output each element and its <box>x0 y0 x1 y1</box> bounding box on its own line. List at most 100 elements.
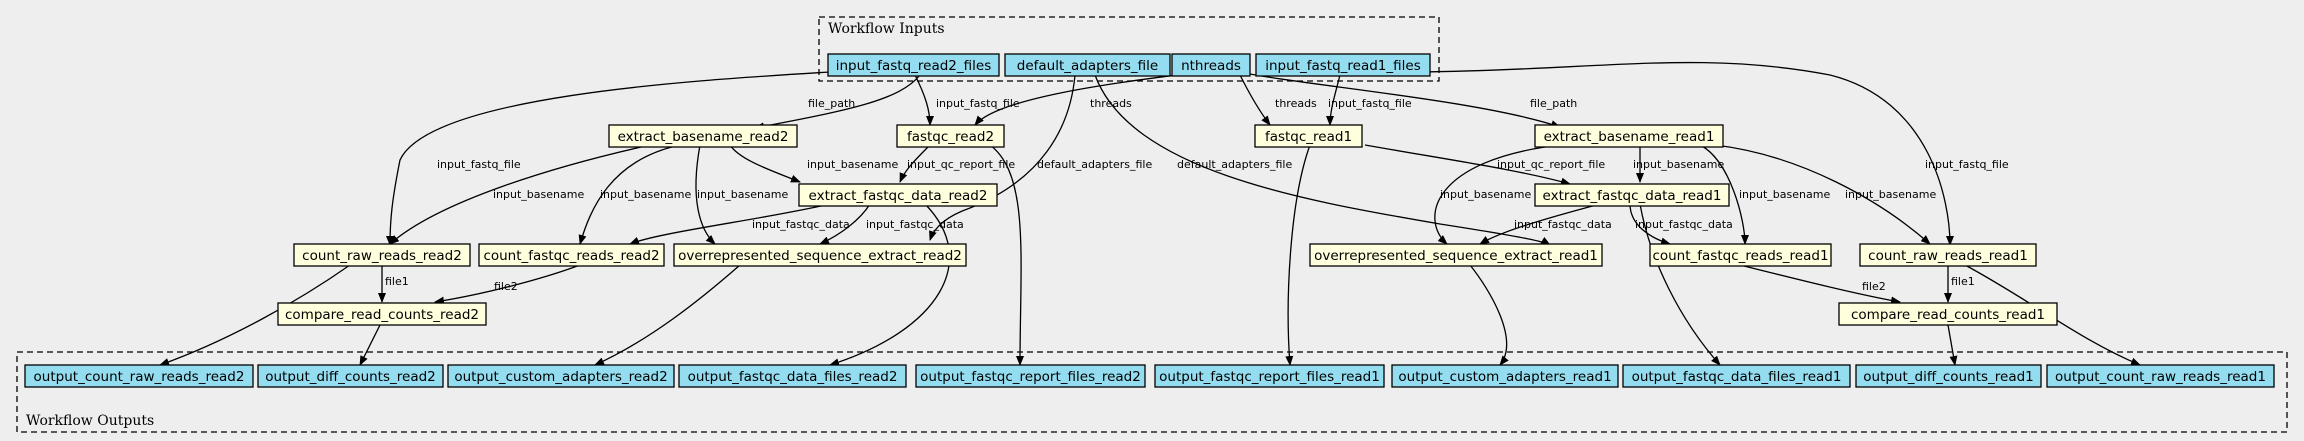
node-label: output_custom_adapters_read2 <box>454 369 667 385</box>
node-label: output_fastqc_report_files_read1 <box>1159 369 1380 385</box>
edge <box>729 144 801 183</box>
edge <box>1239 71 1561 128</box>
edges <box>159 61 2141 367</box>
edge <box>434 264 581 305</box>
node-label: count_raw_reads_read1 <box>1868 248 2028 264</box>
edge-label: default_adapters_file <box>1177 158 1292 171</box>
node-label: fastqc_read2 <box>907 129 994 145</box>
edge <box>1469 264 1509 366</box>
input-node-nthreads[interactable]: nthreads <box>1171 53 1251 77</box>
edge-label: input_basename <box>807 158 898 171</box>
edge <box>1419 61 1954 246</box>
edge <box>1434 144 1561 245</box>
edge-label: file1 <box>385 275 409 288</box>
input-node-input-fastq-read1-files[interactable]: input_fastq_read1_files <box>1255 53 1431 77</box>
edge-label: input_basename <box>1633 158 1724 171</box>
edge <box>819 203 871 245</box>
node-label: overrepresented_sequence_extract_read2 <box>678 248 962 264</box>
edge-label: file_path <box>808 97 855 110</box>
input-node-default-adapters-file[interactable]: default_adapters_file <box>1004 53 1171 77</box>
node-label: fastqc_read1 <box>1265 129 1352 145</box>
edge <box>1239 74 1271 126</box>
edge-label: threads <box>1275 97 1317 110</box>
edge-labels: file_path input_fastq_file threads threa… <box>385 97 2009 293</box>
step-node-extract-fastqc-data-read1[interactable]: extract_fastqc_data_read1 <box>1534 183 1730 207</box>
step-node-compare-read-counts-read2[interactable]: compare_read_counts_read2 <box>277 302 487 326</box>
output-node-output-diff-counts-read1[interactable]: output_diff_counts_read1 <box>1855 364 2042 388</box>
output-node-output-fastqc-data-files-read2[interactable]: output_fastqc_data_files_read2 <box>678 364 907 388</box>
edge <box>629 203 831 245</box>
edge-label: threads <box>1090 97 1132 110</box>
output-node-output-custom-adapters-read2[interactable]: output_custom_adapters_read2 <box>447 364 675 388</box>
edge <box>1479 203 1601 245</box>
node-label: extract_basename_read1 <box>1544 129 1715 145</box>
step-node-overrepresented-sequence-extract-read2[interactable]: overrepresented_sequence_extract_read2 <box>673 243 967 267</box>
node-label: input_fastq_read1_files <box>1265 58 1420 74</box>
output-node-output-fastqc-data-files-read1[interactable]: output_fastqc_data_files_read1 <box>1622 364 1851 388</box>
node-label: overrepresented_sequence_extract_read1 <box>1314 248 1598 264</box>
edge-label: input_qc_report_file <box>1497 158 1605 171</box>
step-node-fastqc-read2[interactable]: fastqc_read2 <box>896 124 1005 148</box>
workflow-outputs-cluster: Workflow Outputs <box>16 351 2288 433</box>
edge <box>359 324 381 366</box>
node-label: output_diff_counts_read1 <box>1863 369 2034 385</box>
step-node-extract-basename-read2[interactable]: extract_basename_read2 <box>608 124 798 148</box>
edge-label: input_fastq_file <box>437 158 521 171</box>
edge-label: input_basename <box>1845 188 1936 201</box>
node-label: output_fastqc_data_files_read2 <box>688 369 898 385</box>
edge <box>1285 144 1311 366</box>
edge <box>1699 144 1749 245</box>
node-label: nthreads <box>1181 58 1241 74</box>
step-node-count-fastqc-reads-read2[interactable]: count_fastqc_reads_read2 <box>478 243 665 267</box>
edge <box>754 74 921 131</box>
step-node-count-raw-reads-read1[interactable]: count_raw_reads_read1 <box>1859 243 2037 267</box>
edge <box>914 74 934 126</box>
output-node-output-fastqc-report-files-read1[interactable]: output_fastqc_report_files_read1 <box>1154 364 1385 388</box>
node-label: input_fastq_read2_files <box>836 58 991 74</box>
edge-label: input_basename <box>1739 188 1830 201</box>
edge-label: input_qc_report_file <box>907 158 1015 171</box>
node-label: output_count_raw_reads_read2 <box>34 369 245 385</box>
edge <box>695 144 716 245</box>
node-label: output_count_raw_reads_read1 <box>2055 369 2266 385</box>
edge <box>1094 74 1551 246</box>
workflow-inputs-label: Workflow Inputs <box>828 21 945 37</box>
edge-label: input_basename <box>1440 188 1531 201</box>
output-node-output-diff-counts-read2[interactable]: output_diff_counts_read2 <box>257 364 444 388</box>
output-node-output-fastqc-report-files-read2[interactable]: output_fastqc_report_files_read2 <box>915 364 1146 388</box>
edge <box>1947 324 1958 366</box>
output-node-output-count-raw-reads-read2[interactable]: output_count_raw_reads_read2 <box>24 364 254 388</box>
step-node-extract-fastqc-data-read2[interactable]: extract_fastqc_data_read2 <box>798 183 998 207</box>
step-node-count-fastqc-reads-read1[interactable]: count_fastqc_reads_read1 <box>1649 243 1832 267</box>
node-label: output_custom_adapters_read1 <box>1398 369 1611 385</box>
node-label: compare_read_counts_read2 <box>285 307 479 323</box>
edge <box>899 144 931 183</box>
edge <box>389 144 651 245</box>
node-label: extract_fastqc_data_read1 <box>1543 188 1722 204</box>
node-label: count_fastqc_reads_read2 <box>483 248 659 264</box>
edge <box>386 71 831 246</box>
step-node-fastqc-read1[interactable]: fastqc_read1 <box>1254 124 1363 148</box>
edge-label: input_fastqc_data <box>752 218 850 231</box>
edge <box>989 144 1025 366</box>
node-label: default_adapters_file <box>1017 58 1158 74</box>
edge-label: input_fastq_file <box>1925 158 2009 171</box>
node-label: compare_read_counts_read1 <box>1851 307 2045 323</box>
step-node-compare-read-counts-read1[interactable]: compare_read_counts_read1 <box>1838 302 2058 326</box>
edge <box>159 264 351 366</box>
output-node-output-count-raw-reads-read1[interactable]: output_count_raw_reads_read1 <box>2046 364 2275 388</box>
node-label: count_raw_reads_read2 <box>302 248 462 264</box>
node-label: extract_basename_read2 <box>618 129 789 145</box>
edge <box>1739 264 1901 305</box>
edge <box>1326 74 1341 126</box>
edge <box>1629 203 1671 246</box>
edge-label: input_basename <box>600 188 691 201</box>
step-node-extract-basename-read1[interactable]: extract_basename_read1 <box>1534 124 1724 148</box>
edge <box>1714 144 1931 245</box>
edge-label: file_path <box>1530 97 1577 110</box>
input-node-input-fastq-read2-files[interactable]: input_fastq_read2_files <box>827 53 1000 77</box>
workflow-outputs-label: Workflow Outputs <box>26 413 154 429</box>
output-node-output-custom-adapters-read1[interactable]: output_custom_adapters_read1 <box>1391 364 1619 388</box>
step-node-overrepresented-sequence-extract-read1[interactable]: overrepresented_sequence_extract_read1 <box>1309 243 1603 267</box>
step-node-count-raw-reads-read2[interactable]: count_raw_reads_read2 <box>293 243 471 267</box>
